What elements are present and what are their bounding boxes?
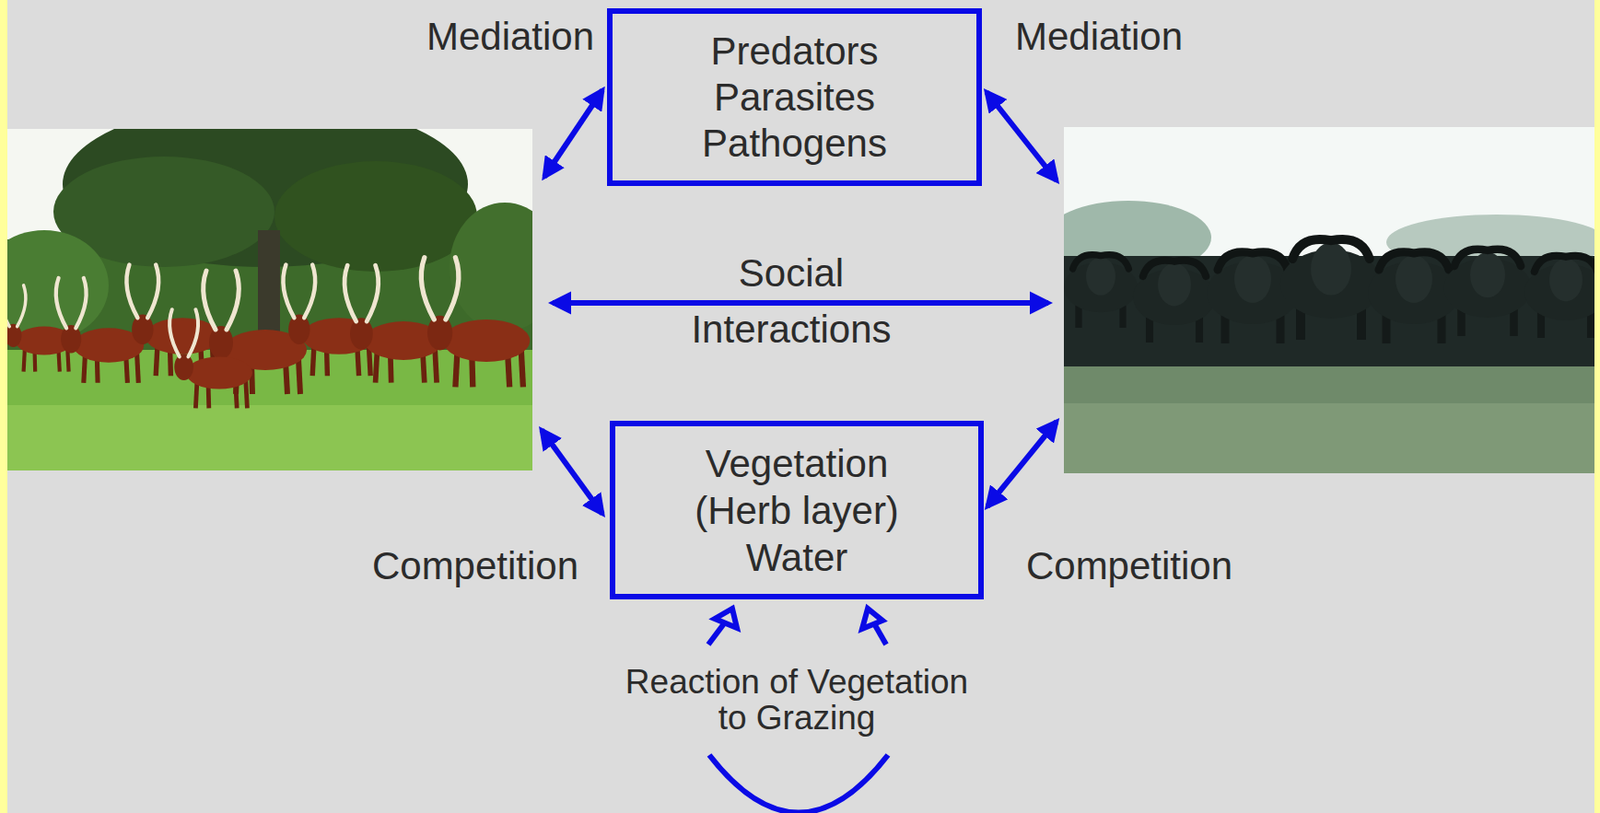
box-text: Parasites bbox=[713, 74, 876, 121]
relation-label: Social bbox=[738, 253, 844, 294]
buffalo-photo bbox=[1045, 127, 1600, 474]
relation-label: Mediation bbox=[1015, 16, 1183, 58]
cattle-photo bbox=[7, 101, 561, 471]
box-text: Vegetation (Herb layer) bbox=[658, 440, 935, 535]
relation-label: Mediation bbox=[426, 16, 595, 58]
box-text: Water bbox=[746, 534, 848, 582]
factor-box: PredatorsParasitesPathogens bbox=[607, 8, 982, 187]
relation-label: Interactions bbox=[690, 309, 891, 351]
relation-label: Competition bbox=[1026, 546, 1233, 587]
relation-label: Competition bbox=[372, 546, 579, 587]
box-text: Pathogens bbox=[701, 120, 888, 167]
background: PredatorsParasitesPathogensVegetation (H… bbox=[7, 0, 1595, 813]
box-text: Predators bbox=[710, 28, 878, 75]
relation-label: Reaction of Vegetation to Grazing bbox=[612, 665, 982, 737]
factor-box: Vegetation (Herb layer)Water bbox=[609, 420, 984, 600]
